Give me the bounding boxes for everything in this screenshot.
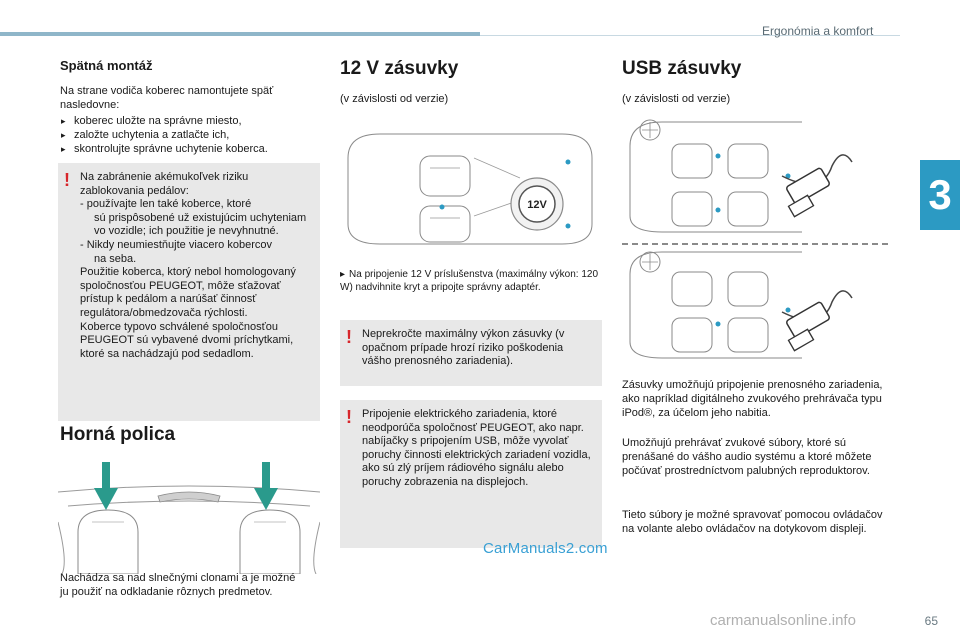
watermark-site: CarManuals2.com: [483, 540, 608, 557]
heading-back-mounting: Spätná montáž: [60, 58, 153, 73]
usb-plug-icon: [781, 290, 853, 352]
usb-illustration-rear: [629, 251, 853, 359]
chapter-tab: 3: [920, 160, 960, 230]
divider: [622, 243, 888, 245]
version-note: (v závislosti od verzie): [622, 93, 731, 105]
usb-text-2: Umožňujú prehrávať zvukové súbory, ktoré…: [622, 437, 872, 477]
pointer-icon: ▸: [340, 269, 346, 280]
warning-text: Použitie koberca, ktorý nebol homologova…: [80, 266, 296, 319]
list-item: koberec uložte na správne miesto,: [60, 114, 320, 128]
steering-wheel-icon: [639, 119, 661, 141]
header-rule: [480, 35, 900, 36]
warning-text: Koberce typovo schválené spoločnosťou PE…: [80, 320, 294, 360]
usb-plug-icon: [781, 154, 853, 218]
watermark-footer: carmanualsonline.info: [710, 612, 856, 629]
usb-text-1: Zásuvky umožňujú pripojenie prenosného z…: [622, 379, 883, 419]
arrow-down-icon: [254, 462, 278, 510]
header-bar: [0, 32, 480, 36]
warning-text: Pripojenie elektrického zariadenia, ktor…: [362, 408, 591, 488]
socket-note: ▸Na pripojenie 12 V príslušenstva (maxim…: [340, 268, 602, 294]
warning-text: sú prispôsobené už existujúcim uchytenia…: [94, 211, 307, 238]
socket-note-text: Na pripojenie 12 V príslušenstva (maximá…: [340, 269, 599, 293]
shelf-text: Nachádza sa nad slnečnými clonami a je m…: [60, 572, 296, 598]
section-title: Ergonómia a komfort: [762, 24, 874, 38]
steps-list: koberec uložte na správne miesto, založt…: [60, 114, 320, 156]
version-note: (v závislosti od verzie): [340, 93, 449, 105]
shelf-illustration: [58, 462, 320, 574]
socket-label: 12V: [527, 199, 547, 211]
warning-box-pedals: ! Na zabránenie akémukoľvek riziku zablo…: [58, 163, 320, 421]
list-item: založte uchytenia a zatlačte ich,: [60, 128, 320, 142]
warning-text: Na zabránenie akémukoľvek riziku zabloko…: [80, 171, 249, 197]
warning-box-devices: ! Pripojenie elektrického zariadenia, kt…: [340, 400, 602, 548]
socket-12v-illustration: 12V: [347, 133, 593, 245]
heading-upper-shelf: Horná polica: [60, 424, 176, 445]
warning-text: Neprekročte maximálny výkon zásuvky (v o…: [362, 328, 565, 368]
warning-text: - používajte len také koberce, ktoré: [80, 198, 252, 211]
list-item: skontrolujte správne uchytenie koberca.: [60, 142, 320, 156]
warning-text: - Nikdy neumiestňujte viacero kobercov: [80, 238, 272, 251]
steering-wheel-icon: [639, 251, 661, 273]
page-number: 65: [924, 614, 938, 628]
intro-text: Na strane vodiča koberec namontujete spä…: [60, 85, 274, 111]
warning-box-power: ! Neprekročte maximálny výkon zásuvky (v…: [340, 320, 602, 386]
heading-usb-sockets: USB zásuvky: [622, 58, 742, 79]
arrow-down-icon: [94, 462, 118, 510]
usb-illustration-front: [629, 119, 853, 233]
warning-text: na seba.: [94, 252, 137, 265]
warning-icon: !: [64, 170, 70, 190]
warning-icon: !: [346, 327, 352, 347]
usb-text-3: Tieto súbory je možné spravovať pomocou …: [622, 509, 883, 535]
heading-12v-sockets: 12 V zásuvky: [340, 58, 459, 79]
warning-icon: !: [346, 407, 352, 427]
